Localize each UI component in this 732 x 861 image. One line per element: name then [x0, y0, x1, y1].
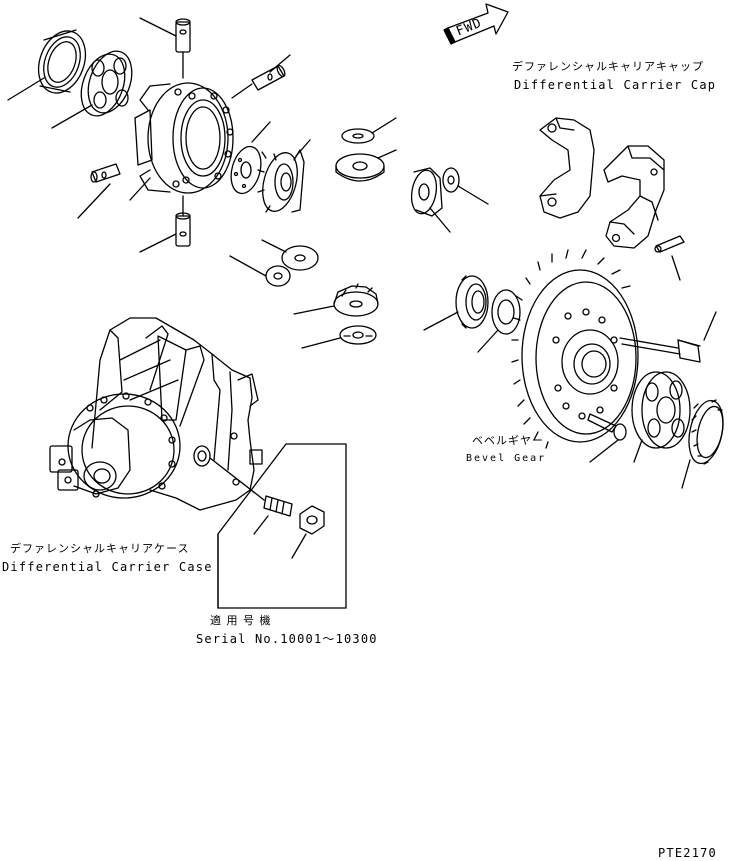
- fwd-arrow-icon: [443, 3, 509, 45]
- leader-line: [671, 255, 681, 281]
- pinion-shaft-left: [90, 163, 121, 183]
- leader-line: [293, 305, 335, 315]
- pinion-washer-upper: [341, 128, 375, 144]
- thrust-washer-lower: [281, 245, 319, 271]
- leader-line: [301, 337, 341, 349]
- ring-gear-bolt-right: [619, 337, 701, 363]
- pinion-gear-right: [410, 167, 443, 217]
- carrier-cap-label-en: Differential Carrier Cap: [514, 78, 717, 92]
- serial-label-en: Serial No.10001～10300: [196, 632, 378, 646]
- leader-line: [77, 183, 111, 219]
- leader-line: [251, 121, 271, 143]
- serial-label-jp: 適 用 号 機: [210, 614, 272, 627]
- pinion-washer-lower: [335, 153, 385, 182]
- stud-bolt: [263, 495, 293, 517]
- leader-line: [209, 457, 265, 501]
- leader-line: [129, 177, 151, 201]
- leader-line: [269, 54, 291, 73]
- leader-line: [229, 255, 267, 277]
- serial-bracket: [217, 443, 347, 609]
- carrier-case-label-en: Differential Carrier Case: [2, 560, 213, 574]
- leader-line: [7, 77, 45, 101]
- leader-line: [681, 459, 691, 489]
- oil-seal-ring: [37, 29, 87, 94]
- bevel-ring-gear: [511, 249, 639, 449]
- ring-gear-bolt-lower: [587, 413, 627, 441]
- figure-code: PTE2170: [658, 846, 717, 860]
- pinion-shaft-bottom: [175, 195, 191, 247]
- leader-line: [429, 207, 451, 233]
- leader-line: [51, 104, 93, 129]
- leader-line: [253, 515, 269, 535]
- carrier-cap-right: [603, 145, 665, 249]
- leader-line: [477, 329, 499, 353]
- leader-line: [589, 439, 619, 463]
- leader-line: [295, 139, 311, 157]
- carrier-case-label-jp: デファレンシャルキャリアケース: [10, 542, 190, 555]
- leader-line: [371, 117, 397, 134]
- carrier-cap-label-jp: デファレンシャルキャリアキャップ: [512, 60, 704, 73]
- leader-line: [703, 311, 717, 341]
- leader-line: [291, 533, 307, 559]
- leader-line: [139, 17, 177, 37]
- leader-line: [377, 149, 397, 159]
- roller-bearing-left: [80, 50, 133, 117]
- roller-bearing-right: [631, 371, 691, 449]
- nut: [299, 505, 325, 535]
- pinion-shaft-right: [231, 64, 286, 99]
- carrier-cap-left: [539, 117, 595, 219]
- thrust-washer-center: [230, 145, 262, 195]
- thrust-washer-lower-small: [265, 265, 291, 287]
- side-gear-right: [455, 275, 489, 329]
- leader-line: [139, 233, 177, 253]
- leader-line: [633, 439, 643, 463]
- bevel-gear-label-en: Bevel Gear: [466, 453, 547, 464]
- pinion-gear-lower: [333, 283, 379, 317]
- lock-pin: [654, 235, 685, 253]
- side-gear-center: [257, 149, 305, 213]
- side-gear-washer: [491, 289, 521, 335]
- leader-line: [457, 185, 489, 205]
- pinion-washer-right: [442, 167, 460, 193]
- bearing-race-right: [688, 399, 724, 465]
- differential-case-housing: [134, 82, 234, 194]
- differential-carrier-case: [49, 317, 263, 511]
- pinion-shaft-top: [175, 18, 191, 79]
- bevel-gear-label-jp: ベベルギヤー: [472, 434, 544, 447]
- pinion-washer-bottom: [339, 325, 377, 345]
- leader-line: [261, 239, 287, 253]
- leader-line: [423, 311, 459, 331]
